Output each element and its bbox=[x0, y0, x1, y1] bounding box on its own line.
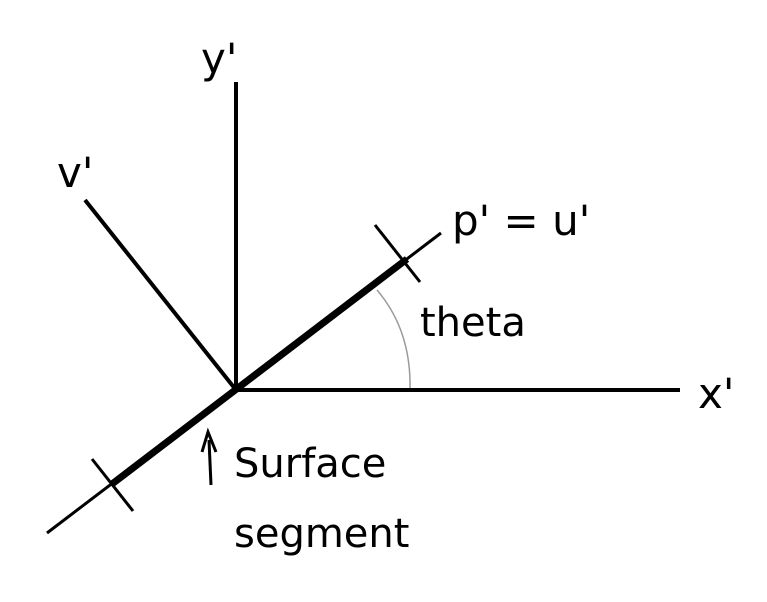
segment-end-tick-upper bbox=[373, 224, 422, 283]
pointer-arrow-shaft bbox=[207, 439, 213, 486]
theta-label: theta bbox=[420, 300, 526, 346]
segment-end-tick-lower bbox=[90, 458, 135, 512]
y-prime-label: y' bbox=[201, 34, 237, 83]
v-prime-axis bbox=[83, 198, 238, 392]
surface-label-line1: Surface bbox=[234, 441, 386, 487]
pointer-arrow-head bbox=[200, 427, 218, 453]
theta-angle-arc bbox=[376, 289, 411, 389]
surface-label-line2: segment bbox=[234, 511, 409, 557]
x-prime-label: x' bbox=[698, 369, 734, 418]
p-prime-label: p' = u' bbox=[452, 196, 590, 245]
v-prime-label: v' bbox=[57, 148, 93, 197]
surface-segment bbox=[109, 256, 410, 487]
